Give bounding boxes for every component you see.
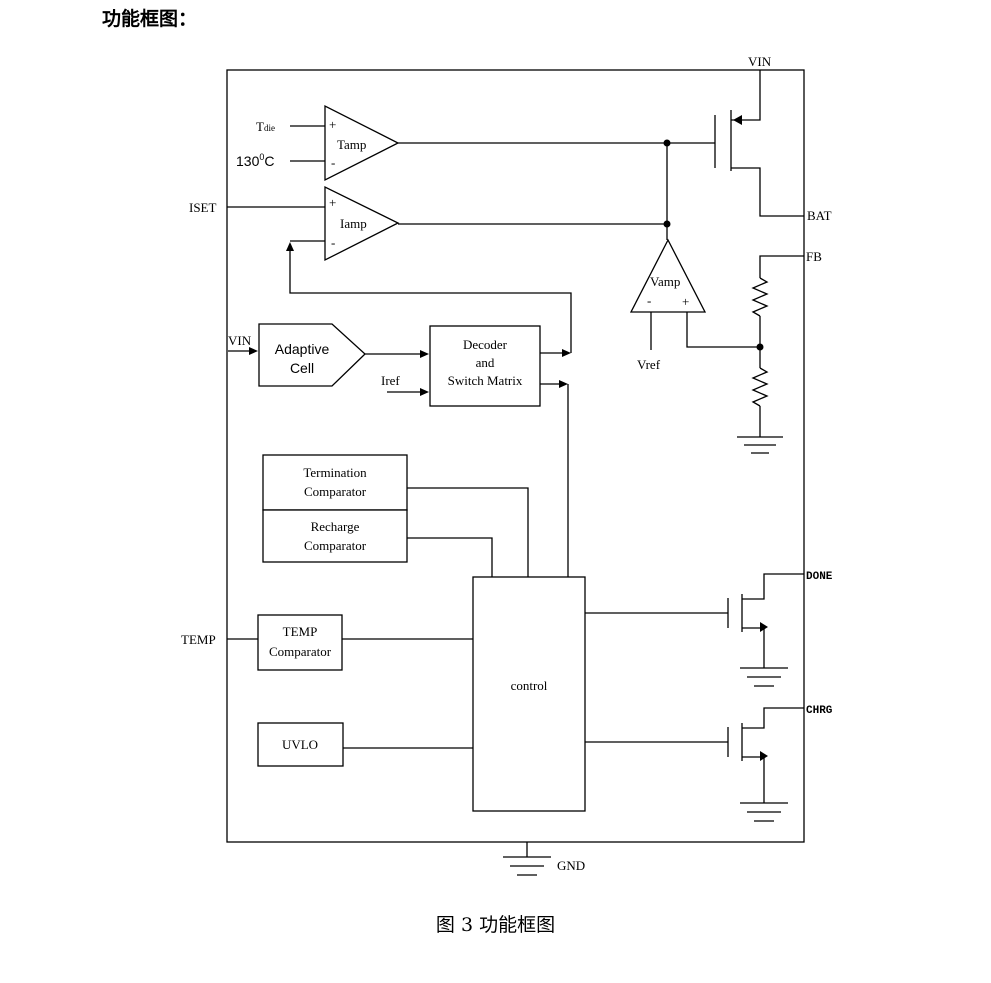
pin-iset: ISET [189,200,217,215]
fb-resistor-divider [737,255,804,454]
decoder-switch-matrix-block: Decoder and Switch Matrix [429,325,541,407]
page-heading: 功能框图： [102,8,198,30]
done-transistor [585,573,804,687]
recharge-line2: Comparator [304,538,367,553]
decoder-line1: Decoder [463,337,508,352]
pass-transistor [714,70,804,217]
tdie-label: Tdie [256,119,275,134]
pin-fb: FB [806,249,822,264]
vref-label: Vref [637,357,661,372]
temp-comp-line2: Comparator [269,644,332,659]
temp-comparator-block: TEMP Comparator [257,614,343,671]
termination-comparator-block: Termination Comparator [262,454,408,511]
recharge-line1: Recharge [311,519,360,534]
pin-bat: BAT [807,208,832,223]
iref-label: Iref [381,373,400,388]
uvlo-block: UVLO [257,722,344,767]
junction-dot [663,139,671,147]
iamp-label: Iamp [340,216,367,231]
pin-chrg: CHRG [806,705,833,717]
control-label: control [511,678,548,693]
pin-temp: TEMP [181,632,216,647]
pin-done: DONE [806,571,833,583]
tamp-label: Tamp [337,137,366,152]
vamp-minus-sign: - [647,293,651,308]
pin-gnd: GND [557,858,585,873]
adaptive-cell-line2: Cell [290,360,314,376]
termination-line2: Comparator [304,484,367,499]
decoder-line3: Switch Matrix [448,373,523,388]
pin-vin-left: VIN [228,333,252,348]
termination-line1: Termination [303,465,367,480]
chip-outline [226,69,805,843]
tamp-minus-sign: - [331,155,335,170]
vamp-label: Vamp [650,274,680,289]
temp-comp-line1: TEMP [283,624,318,639]
vamp-plus-sign: + [682,294,689,309]
chrg-transistor [585,707,804,822]
uvlo-label: UVLO [282,737,318,752]
control-block: control [472,576,586,812]
adaptive-cell-block: Adaptive Cell [258,323,366,387]
temp-130c-label: 1300C [236,152,275,169]
iamp-minus-sign: - [331,235,335,250]
recharge-comparator-block: Recharge Comparator [262,509,408,563]
pin-vin-top: VIN [748,54,772,69]
adaptive-cell-line1: Adaptive [275,341,330,357]
junction-dot [663,220,671,228]
iamp-plus-sign: + [329,195,336,210]
decoder-line2: and [476,355,495,370]
vamp-amplifier: Vamp - + [629,238,707,313]
gnd-symbol [503,842,551,876]
tamp-amplifier: Tamp + - [324,104,400,182]
iamp-amplifier: Iamp + - [324,185,400,262]
tamp-plus-sign: + [329,117,336,132]
figure-caption: 图 3 功能框图 [435,914,556,936]
